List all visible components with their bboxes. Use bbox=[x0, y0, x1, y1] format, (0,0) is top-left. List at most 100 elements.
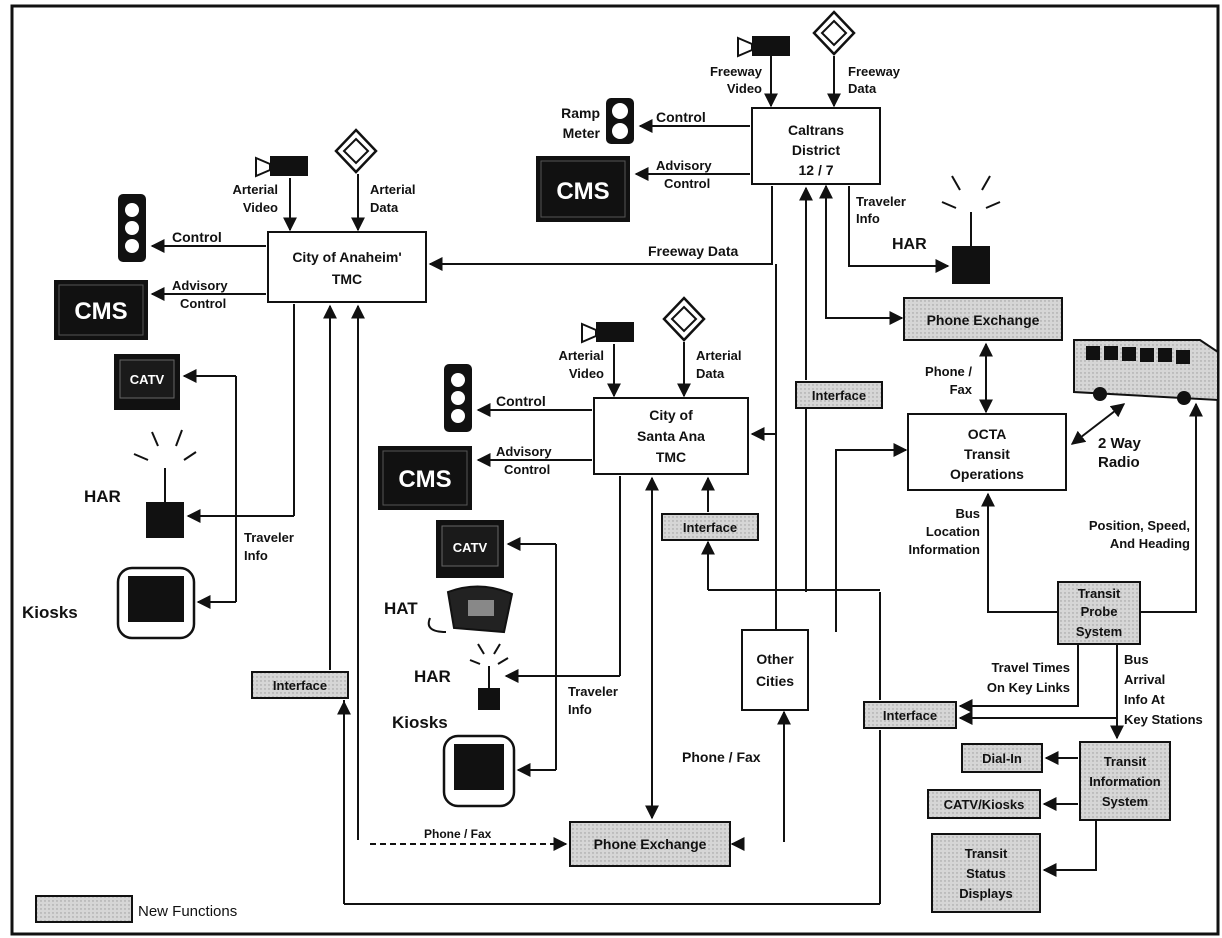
phone-exchange-bottom-box bbox=[569, 821, 731, 867]
caltrans-traveler-info-label-1: Traveler bbox=[856, 194, 906, 209]
santa-ana-kiosk-icon bbox=[442, 734, 516, 808]
santa-ana-label-3: TMC bbox=[656, 449, 686, 465]
caltrans-har-icon bbox=[941, 175, 1001, 284]
phone-fax-top-label-2: Fax bbox=[950, 382, 973, 397]
caltrans-box bbox=[751, 107, 881, 185]
bus-location-label-1: Bus bbox=[955, 506, 980, 521]
anaheim-cms-text: CMS bbox=[74, 298, 127, 325]
phone-exchange-bottom-label: Phone Exchange bbox=[594, 836, 707, 852]
caltrans-control-label: Control bbox=[656, 109, 706, 125]
santa-ana-har-label: HAR bbox=[414, 667, 451, 686]
freeway-video-label-2: Video bbox=[727, 81, 762, 96]
santa-ana-advisory-label-2: Control bbox=[504, 462, 550, 477]
anaheim-arterial-video-label-2: Video bbox=[243, 200, 278, 215]
anaheim-advisory-label-2: Control bbox=[180, 296, 226, 311]
caltrans-har-label: HAR bbox=[892, 236, 927, 253]
dial-in-label: Dial-In bbox=[982, 751, 1022, 766]
caltrans-label-2: District bbox=[792, 142, 841, 158]
santa-ana-traveler-info-label-1: Traveler bbox=[568, 684, 618, 699]
bus-arrival-label-3: Info At bbox=[1124, 692, 1165, 707]
right-interface-label: Interface bbox=[883, 708, 937, 723]
tis-label-3: System bbox=[1102, 794, 1148, 809]
caltrans-advisory-label-2: Control bbox=[664, 176, 710, 191]
santa-ana-arterial-video-label-2: Video bbox=[569, 366, 604, 381]
catv-kiosks-label: CATV/Kiosks bbox=[944, 797, 1025, 812]
anaheim-arterial-data-label-1: Arterial bbox=[370, 182, 416, 197]
bus-arrival-label-4: Key Stations bbox=[1124, 712, 1203, 727]
outer-border bbox=[10, 4, 1220, 936]
probe-label-3: System bbox=[1076, 624, 1122, 639]
transit-info-system-box bbox=[1079, 741, 1171, 821]
freeway-video-label-1: Freeway bbox=[710, 64, 763, 79]
anaheim-traveler-info-label-1: Traveler bbox=[244, 530, 294, 545]
bus-location-label-2: Location bbox=[926, 524, 980, 539]
anaheim-signal-icon bbox=[118, 194, 146, 262]
right-interface-box bbox=[863, 701, 957, 729]
octa-box bbox=[907, 413, 1067, 491]
legend-swatch bbox=[35, 895, 133, 923]
santa-ana-catv-text: CATV bbox=[453, 540, 488, 555]
santa-ana-camera-icon bbox=[581, 322, 634, 344]
freeway-camera-icon bbox=[737, 36, 790, 58]
tis-label-2: Information bbox=[1089, 774, 1161, 789]
anaheim-cms-sign: CMS bbox=[54, 280, 148, 340]
santa-ana-catv-icon: CATV bbox=[436, 520, 504, 578]
travel-times-label-2: On Key Links bbox=[987, 680, 1070, 695]
other-cities-label-2: Cities bbox=[756, 673, 794, 689]
santa-ana-traveler-info-label-2: Info bbox=[568, 702, 592, 717]
bus-arrival-label-2: Arrival bbox=[1124, 672, 1165, 687]
anaheim-advisory-label-1: Advisory bbox=[172, 278, 228, 293]
freeway-data-top-label-1: Freeway bbox=[848, 64, 901, 79]
santa-ana-label-2: Santa Ana bbox=[637, 428, 705, 444]
catv-kiosks-box bbox=[927, 789, 1041, 819]
transit-status-displays-box bbox=[931, 833, 1041, 913]
caltrans-label-3: 12 / 7 bbox=[798, 162, 833, 178]
anaheim-detector-icon bbox=[334, 128, 378, 174]
freeway-detector-icon bbox=[812, 10, 856, 56]
santa-ana-interface-box bbox=[661, 513, 759, 541]
bus-icon bbox=[1073, 339, 1219, 405]
octa-label-1: OCTA bbox=[968, 426, 1007, 442]
octa-label-3: Operations bbox=[950, 466, 1024, 482]
anaheim-kiosks-label: Kiosks bbox=[22, 603, 78, 622]
bus-location-label-3: Information bbox=[909, 542, 981, 557]
anaheim-catv-text: CATV bbox=[130, 372, 165, 387]
anaheim-label-2: TMC bbox=[332, 271, 362, 287]
anaheim-tmc-box bbox=[267, 231, 427, 303]
anaheim-har-label: HAR bbox=[84, 487, 121, 506]
probe-label-2: Probe bbox=[1081, 604, 1118, 619]
santa-ana-arterial-data-label-1: Arterial bbox=[696, 348, 742, 363]
caltrans-interface-label: Interface bbox=[812, 388, 866, 403]
caltrans-cms-text: CMS bbox=[556, 178, 609, 205]
phone-exchange-top-box bbox=[903, 297, 1063, 341]
other-cities-label-1: Other bbox=[756, 651, 794, 667]
caltrans-label-1: Caltrans bbox=[788, 122, 844, 138]
anaheim-interface-box bbox=[251, 671, 349, 699]
tsd-label-2: Status bbox=[966, 866, 1006, 881]
caltrans-advisory-label-1: Advisory bbox=[656, 158, 712, 173]
hat-label: HAT bbox=[384, 599, 418, 618]
anaheim-har-icon bbox=[133, 429, 197, 538]
santa-ana-control-label: Control bbox=[496, 393, 546, 409]
dial-in-box bbox=[961, 743, 1043, 773]
caltrans-traveler-info-label-2: Info bbox=[856, 211, 880, 226]
caltrans-cms-sign: CMS bbox=[536, 156, 630, 222]
tsd-label-3: Displays bbox=[959, 886, 1012, 901]
position-label-1: Position, Speed, bbox=[1089, 518, 1190, 533]
anaheim-label-1: City of Anaheim' bbox=[292, 249, 401, 265]
legend-label: New Functions bbox=[138, 903, 237, 920]
santa-ana-kiosks-label: Kiosks bbox=[392, 713, 448, 732]
freeway-data-label: Freeway Data bbox=[648, 243, 738, 259]
tis-label-1: Transit bbox=[1104, 754, 1147, 769]
radio-label-2: Radio bbox=[1098, 454, 1140, 471]
santa-ana-arterial-data-label-2: Data bbox=[696, 366, 725, 381]
phone-fax-top-label-1: Phone / bbox=[925, 364, 972, 379]
santa-ana-har-icon bbox=[469, 643, 509, 710]
anaheim-arterial-data-label-2: Data bbox=[370, 200, 399, 215]
tsd-label-1: Transit bbox=[965, 846, 1008, 861]
travel-times-label-1: Travel Times bbox=[991, 660, 1070, 675]
caltrans-interface-box bbox=[795, 381, 883, 409]
santa-ana-advisory-label-1: Advisory bbox=[496, 444, 552, 459]
anaheim-camera-icon bbox=[255, 156, 308, 178]
